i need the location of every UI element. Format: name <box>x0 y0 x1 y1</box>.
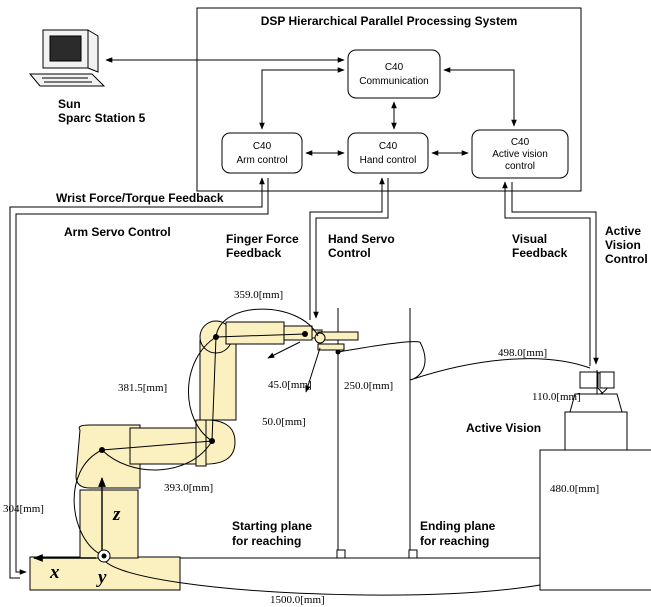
camera-right <box>599 371 615 389</box>
axis-z-label: z <box>112 504 121 525</box>
node-active-vision-control <box>471 129 569 179</box>
y-axis-dot <box>101 553 107 559</box>
node-vision-line2: Active vision <box>492 149 548 160</box>
arc-381 <box>188 336 217 442</box>
end-marker <box>408 549 418 559</box>
dim-498: 498.0[mm] <box>498 347 547 359</box>
arc-393 <box>101 440 213 471</box>
dim-480: 480.0[mm] <box>550 483 599 495</box>
node-communication-line1: C40 <box>385 62 404 73</box>
label-active-vision-control-1: Active <box>605 224 641 238</box>
hand-servo-line <box>313 178 389 319</box>
label-visual-feedback-1: Visual <box>512 232 547 246</box>
arc-359 <box>215 308 319 338</box>
dim-45: 45.0[mm] <box>268 379 312 391</box>
arc-498 <box>409 341 591 381</box>
vision-pedestal <box>539 449 651 591</box>
arrow-comm-vision <box>443 67 517 127</box>
node-hand-line1: C40 <box>379 141 398 152</box>
arrow-comm-arm <box>259 67 345 130</box>
label-starting-plane-2: for reaching <box>232 534 301 548</box>
arc-250 <box>337 341 421 353</box>
node-arm-control <box>221 132 303 174</box>
computer-icon <box>28 29 106 87</box>
finger-feedback-line <box>309 177 385 320</box>
node-arm-line1: C40 <box>253 141 272 152</box>
host-name: Sun <box>58 97 81 111</box>
node-communication-line2: Communication <box>359 76 428 87</box>
pointer-50 <box>305 347 321 393</box>
label-arm-servo: Arm Servo Control <box>64 225 171 239</box>
dim-110: 110.0[mm] <box>532 391 581 403</box>
visual-feedback-line <box>502 181 591 366</box>
pointer-45 <box>267 341 301 359</box>
camera-left <box>579 371 599 389</box>
link-381 <box>211 336 217 442</box>
label-wrist-feedback: Wrist Force/Torque Feedback <box>56 191 224 205</box>
dsp-system-title: DSP Hierarchical Parallel Processing Sys… <box>261 14 518 28</box>
dim-304: 304[mm] <box>3 503 44 515</box>
link-359 <box>215 333 306 338</box>
link-393 <box>101 440 213 451</box>
label-hand-servo-1: Hand Servo <box>328 232 395 246</box>
host-model: Sparc Station 5 <box>58 111 146 125</box>
active-vision-unit <box>539 370 651 591</box>
dim-359: 359.0[mm] <box>234 289 283 301</box>
dim-50: 50.0[mm] <box>262 416 306 428</box>
label-visual-feedback-2: Feedback <box>512 246 568 260</box>
dim-393: 393.0[mm] <box>164 482 213 494</box>
vision-body <box>564 411 628 451</box>
node-arm-line2: Arm control <box>236 155 287 166</box>
node-communication <box>347 49 441 99</box>
vision-control-line <box>511 182 599 365</box>
node-hand-control <box>347 132 429 174</box>
label-starting-plane-1: Starting plane <box>232 519 312 533</box>
label-finger-force-2: Feedback <box>226 246 282 260</box>
dim-381: 381.5[mm] <box>118 382 167 394</box>
label-active-vision-control-2: Vision <box>605 238 641 252</box>
label-active-vision-control-3: Control <box>605 252 648 266</box>
label-ending-plane-2: for reaching <box>420 534 489 548</box>
label-finger-force-1: Finger Force <box>226 232 299 246</box>
node-vision-line3: control <box>505 161 535 172</box>
axis-x-label: x <box>49 562 60 583</box>
node-hand-line2: Hand control <box>360 155 417 166</box>
robot-arm <box>75 320 359 559</box>
start-marker <box>336 549 346 559</box>
grasp-point <box>335 349 341 355</box>
label-active-vision: Active Vision <box>466 421 541 435</box>
label-ending-plane-1: Ending plane <box>420 519 496 533</box>
node-vision-line1: C40 <box>511 137 530 148</box>
arc-304 <box>73 449 103 556</box>
label-hand-servo-2: Control <box>328 246 371 260</box>
robot-base-plate <box>29 556 181 591</box>
dim-250: 250.0[mm] <box>344 380 393 392</box>
wrist-feedback-line <box>9 177 265 579</box>
arm-servo-line <box>15 178 269 575</box>
dim-1500: 1500.0[mm] <box>270 594 325 606</box>
axis-y-label: y <box>96 567 107 588</box>
